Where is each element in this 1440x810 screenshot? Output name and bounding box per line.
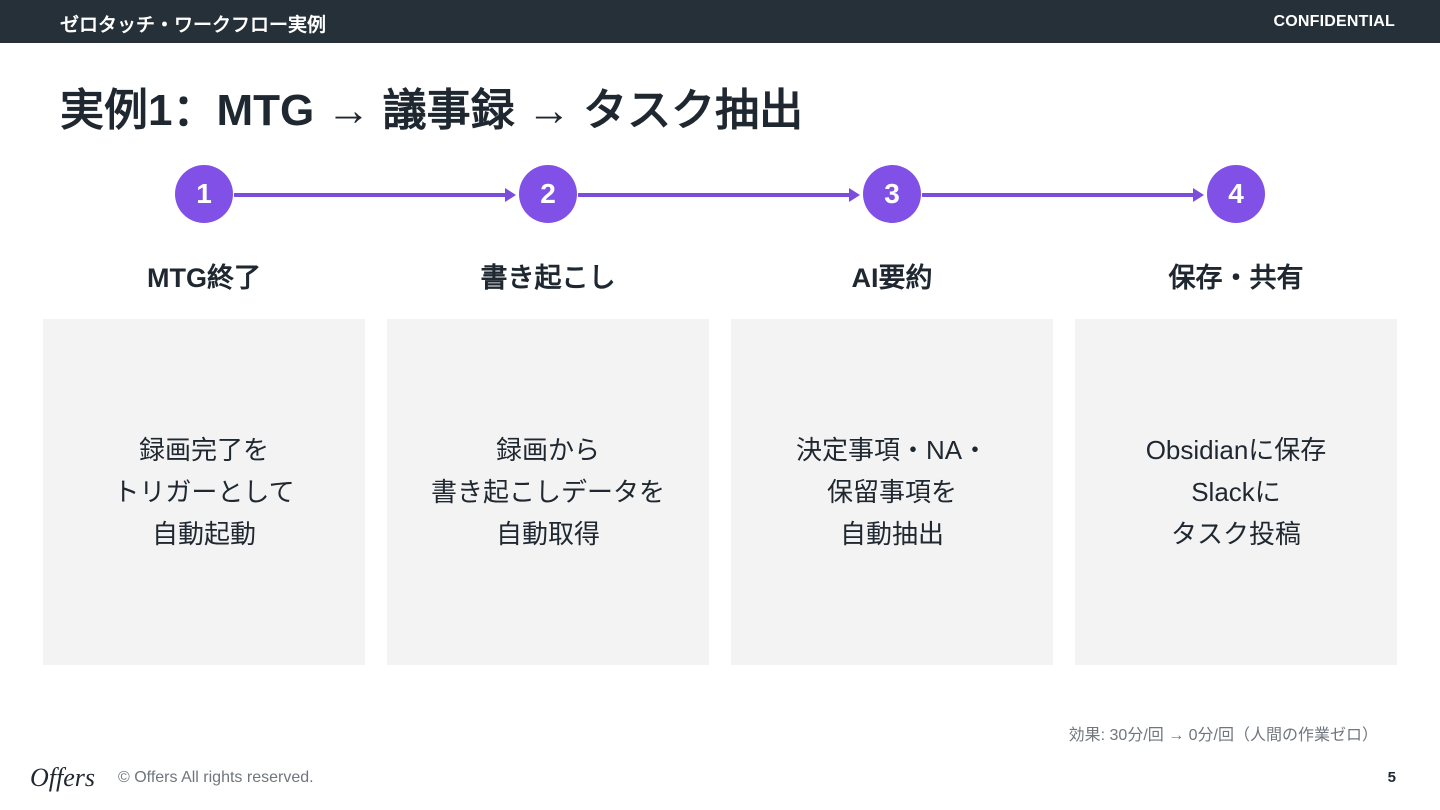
slide-title: 実例1：MTG → 議事録 → タスク抽出 (60, 86, 804, 135)
connector-2-3 (578, 193, 850, 197)
step-number-badge: 2 (519, 165, 577, 223)
description-line: 自動取得 (495, 519, 600, 549)
logo-text: Offers (30, 763, 95, 792)
step-description: 録画から 書き起こしデータを 自動取得 (431, 429, 665, 555)
step-number-badge: 4 (1207, 165, 1265, 223)
step-card: 決定事項・NA・ 保留事項を 自動抽出 (731, 319, 1053, 665)
description-line: 自動抽出 (839, 519, 944, 549)
copyright-text: © Offers All rights reserved. (118, 769, 314, 786)
confidential-label: CONFIDENTIAL (1273, 13, 1395, 30)
effect-note: 効果: 30分/回 → 0分/回（人間の作業ゼロ） (1068, 727, 1378, 744)
description-line: Slackに (1191, 477, 1281, 507)
step-label: 保存・共有 (1168, 263, 1304, 293)
step-number-badge: 3 (863, 165, 921, 223)
step-label: AI要約 (851, 263, 933, 293)
step-card: 録画から 書き起こしデータを 自動取得 (387, 319, 709, 665)
description-line: 録画完了を (138, 435, 269, 465)
page-number: 5 (1387, 769, 1396, 786)
step-number-badge: 1 (175, 165, 233, 223)
section-title: ゼロタッチ・ワークフロー実例 (60, 15, 327, 36)
arrow-icon (849, 188, 860, 202)
offers-logo: Offers (30, 763, 95, 792)
description-line: 自動起動 (151, 519, 256, 549)
workflow-steps: 1 2 3 4 (0, 160, 1440, 230)
step-card: Obsidianに保存 Slackに タスク投稿 (1075, 319, 1397, 665)
arrow-icon (1193, 188, 1204, 202)
step-description: Obsidianに保存 Slackに タスク投稿 (1146, 429, 1327, 555)
description-line: 決定事項・NA・ (795, 435, 989, 465)
description-line: 保留事項を (826, 477, 957, 507)
description-line: 書き起こしデータを (430, 477, 665, 507)
step-card: 録画完了を トリガーとして 自動起動 (43, 319, 365, 665)
description-line: 録画から (495, 435, 600, 465)
step-description: 決定事項・NA・ 保留事項を 自動抽出 (796, 429, 988, 555)
description-line: タスク投稿 (1170, 519, 1301, 549)
step-description: 録画完了を トリガーとして 自動起動 (113, 429, 294, 555)
top-header-bar: ゼロタッチ・ワークフロー実例 CONFIDENTIAL (0, 0, 1440, 43)
step-label: MTG終了 (147, 263, 261, 293)
connector-1-2 (234, 193, 506, 197)
description-line: Obsidianに保存 (1145, 435, 1327, 465)
step-label: 書き起こし (480, 263, 616, 293)
connector-3-4 (922, 193, 1194, 197)
arrow-icon (505, 188, 516, 202)
description-line: トリガーとして (113, 477, 295, 507)
